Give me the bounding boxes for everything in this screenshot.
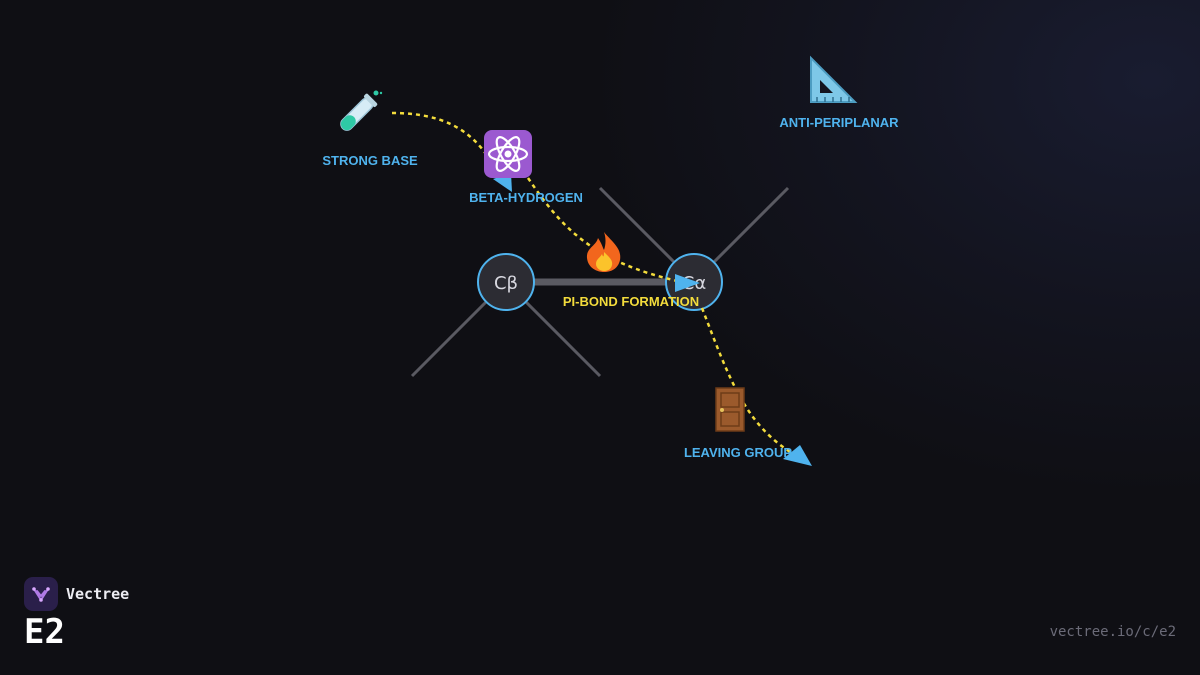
page-title: E2 (24, 612, 65, 652)
page-url[interactable]: vectree.io/c/e2 (1049, 624, 1176, 640)
bubble-icon (373, 90, 379, 96)
arrowhead-leaving-group (783, 445, 812, 466)
atom-cbeta-label: Cβ (494, 273, 518, 294)
arrowhead-pi-bond (675, 274, 700, 292)
brand: Vectree (24, 577, 129, 611)
atom-cbeta: Cβ (477, 253, 535, 311)
door-icon (715, 387, 745, 432)
atom-icon (484, 130, 532, 178)
arrow-ch-bond-to-pi-bond (526, 177, 683, 284)
label-beta-hydrogen: BETA-HYDROGEN (469, 190, 583, 205)
label-strong-base: STRONG BASE (322, 153, 418, 168)
test-tube-icon (340, 93, 378, 131)
bubble-icon (379, 91, 383, 95)
arrow-bond-to-leaving-group (700, 307, 796, 457)
vectree-logo-icon (24, 577, 58, 611)
label-leaving-group: LEAVING GROUP (684, 445, 792, 460)
fire-icon (586, 232, 621, 272)
label-anti-periplanar: ANTI-PERIPLANAR (779, 115, 899, 130)
triangle-ruler-icon (810, 55, 858, 103)
label-pi-bond-formation: PI-BOND FORMATION (563, 294, 699, 309)
brand-name: Vectree (66, 585, 130, 603)
